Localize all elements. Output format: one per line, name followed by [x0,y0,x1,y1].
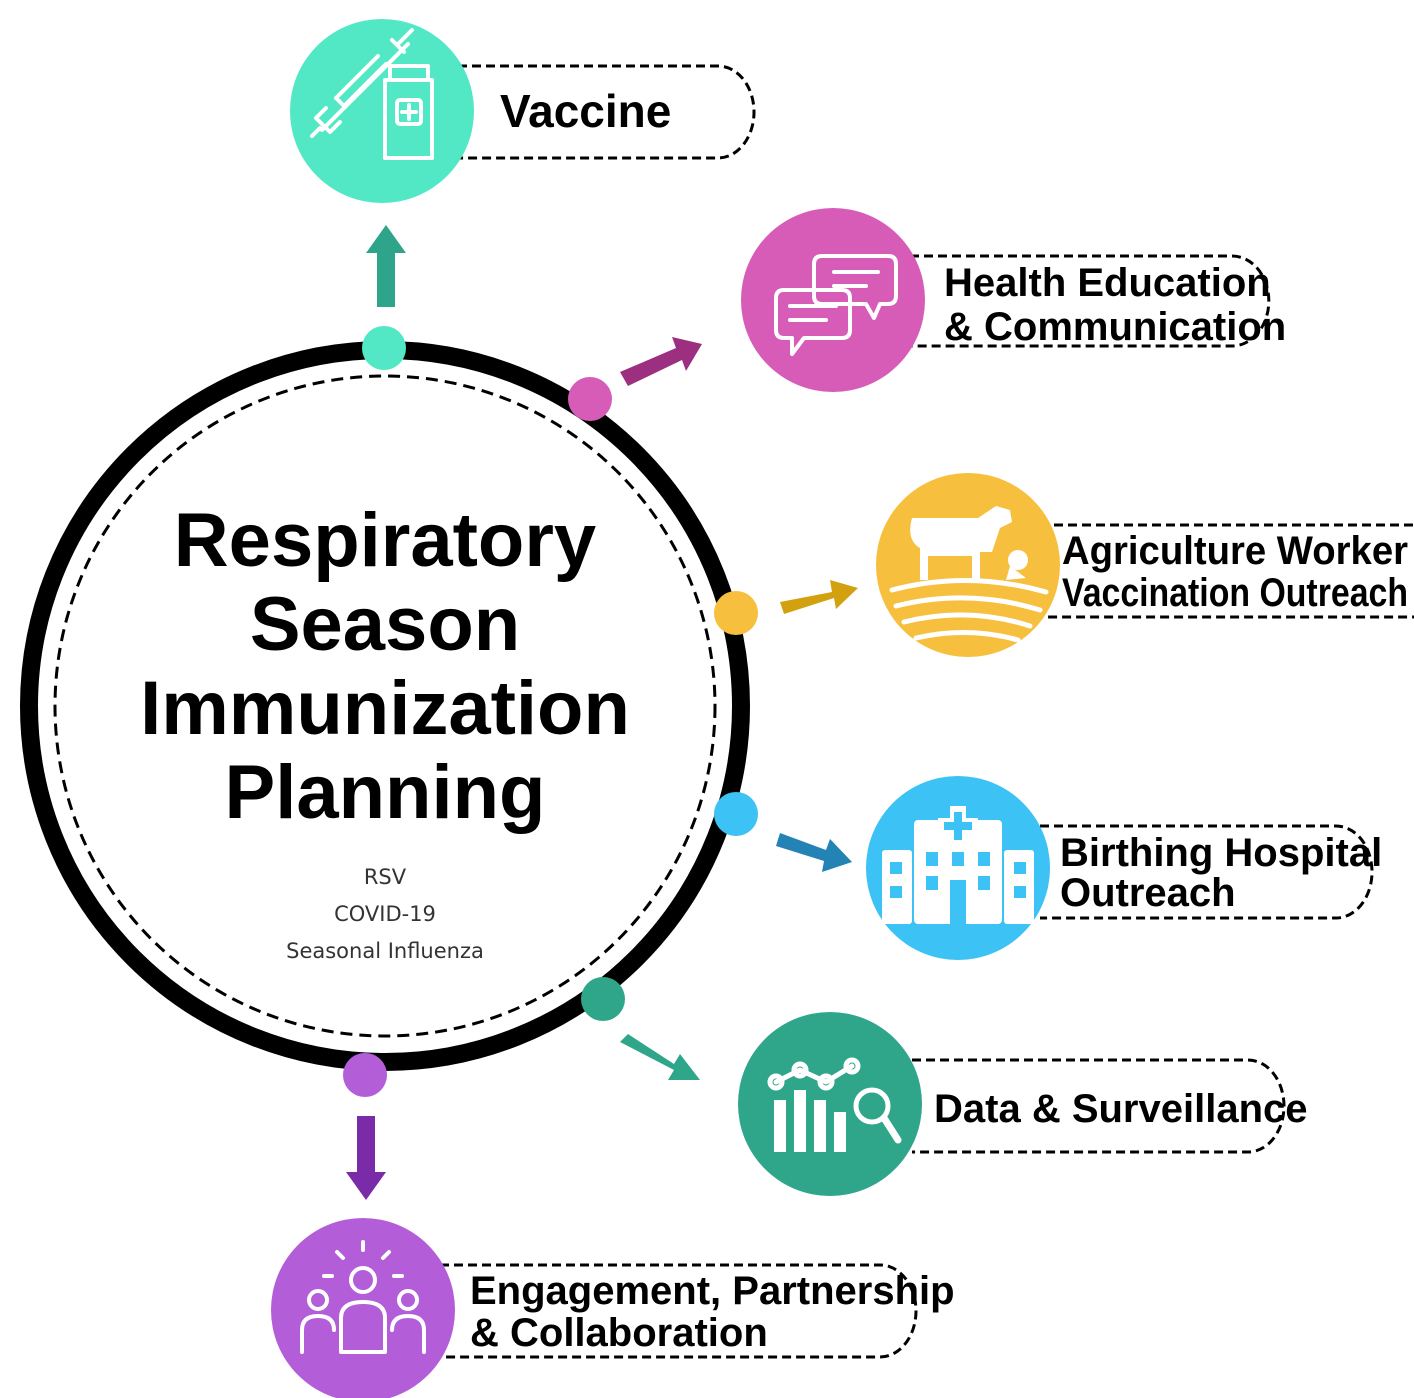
connector-dot [568,377,612,421]
connector-dot [714,792,758,836]
branch-label-line-1: Vaccine [500,85,671,137]
branch-vaccine: Vaccine [290,19,756,370]
icon-circle [876,473,1060,657]
branch-data-surveillance: Data & Surveillance [581,977,1308,1196]
branch-label-line-1: Birthing Hospital [1060,831,1382,875]
branch-label-line-1: Engagement, Partnership [470,1269,955,1313]
connector-dot [362,326,406,370]
chat-bubbles-icon [774,254,898,356]
syringe-vial-icon [310,28,434,160]
branch-label-line-1: Agriculture Worker [1062,529,1408,573]
icon-circle [290,19,474,203]
direction-arrow [346,1116,386,1200]
cow-farm-icon [889,506,1049,643]
label-pill [910,254,1271,348]
connector-dot [714,591,758,635]
icon-circle [271,1218,455,1398]
label-pill [1040,824,1374,920]
hub-title-line-3: Immunization [140,666,630,751]
branch-label-line-1: Health Education [944,261,1271,305]
label-pill [1040,523,1414,619]
direction-arrow [620,1034,700,1080]
people-group-icon [300,1240,426,1354]
branch-label-line-1: Data & Surveillance [934,1087,1308,1131]
branch-agriculture: Agriculture Worker Vaccination Outreach [714,473,1414,657]
icon-circle [738,1012,922,1196]
hub-subtitle-flu: Seasonal Influenza [286,939,484,963]
branch-label-line-2: Vaccination Outreach [1062,571,1408,615]
branch-label-line-2: & Collaboration [470,1311,768,1355]
label-pill [440,1263,918,1359]
direction-arrow [780,580,858,614]
connector-dot [343,1053,387,1097]
branch-birthing-hospital: Birthing Hospital Outreach [714,776,1382,960]
branch-engagement: Engagement, Partnership & Collaboration [271,1053,955,1398]
label-pill [458,64,756,160]
branch-label-line-2: & Communication [944,305,1286,349]
direction-arrow [776,833,852,872]
central-hub: Respiratory Season Immunization Planning… [20,341,750,1071]
label-pill [912,1058,1286,1154]
hospital-icon [882,806,1034,924]
direction-arrow [366,225,406,307]
chart-magnifier-icon [767,1057,902,1152]
hub-subtitle-rsv: RSV [364,865,407,889]
direction-arrow [620,337,702,386]
hub-subtitle-covid: COVID-19 [334,902,436,926]
hub-title-line-4: Planning [225,750,546,835]
connector-dot [581,977,625,1021]
hub-title-line-1: Respiratory [174,498,596,583]
branch-label-line-2: Outreach [1060,871,1236,915]
hub-title-line-2: Season [250,582,520,667]
branch-health-education: Health Education & Communication [568,208,1286,421]
inner-dashed-ring [53,374,717,1038]
